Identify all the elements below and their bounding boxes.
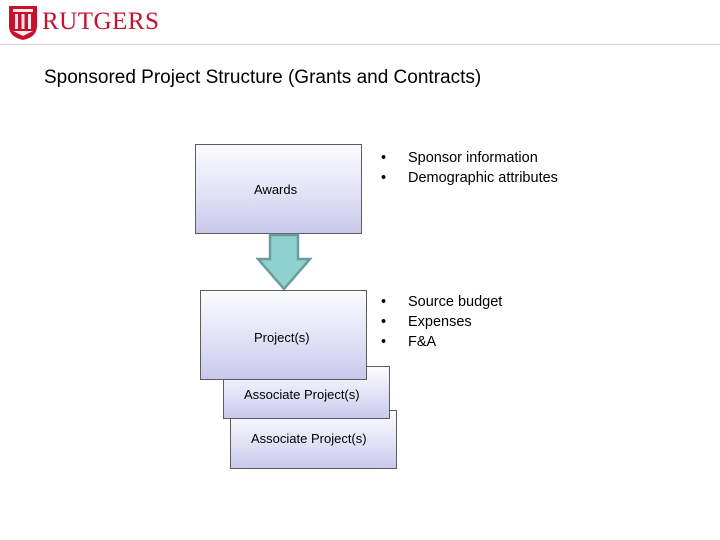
logo-text: RUTGERS <box>42 8 160 35</box>
associate-project-label: Associate Project(s) <box>251 431 367 446</box>
down-arrow-icon <box>256 233 312 291</box>
awards-box: Awards <box>195 144 362 234</box>
shield-icon <box>9 6 37 40</box>
awards-label: Awards <box>254 182 298 197</box>
slide-title: Sponsored Project Structure (Grants and … <box>44 67 482 88</box>
project-notes-list: Source budget Expenses F&A <box>381 292 502 352</box>
rutgers-logo: RUTGERS <box>8 5 159 41</box>
bullet-item: Sponsor information <box>381 148 558 168</box>
award-notes-list: Sponsor information Demographic attribut… <box>381 148 558 188</box>
bullet-item: Expenses <box>381 312 502 332</box>
projects-label: Project(s) <box>254 330 310 345</box>
bullet-item: F&A <box>381 332 502 352</box>
bullet-item: Demographic attributes <box>381 168 558 188</box>
associate-project-box-back: Associate Project(s) <box>230 410 397 469</box>
projects-box: Project(s) <box>200 290 367 380</box>
bullet-item: Source budget <box>381 292 502 312</box>
header-bar: RUTGERS <box>0 0 720 45</box>
associate-project-label: Associate Project(s) <box>244 387 360 402</box>
